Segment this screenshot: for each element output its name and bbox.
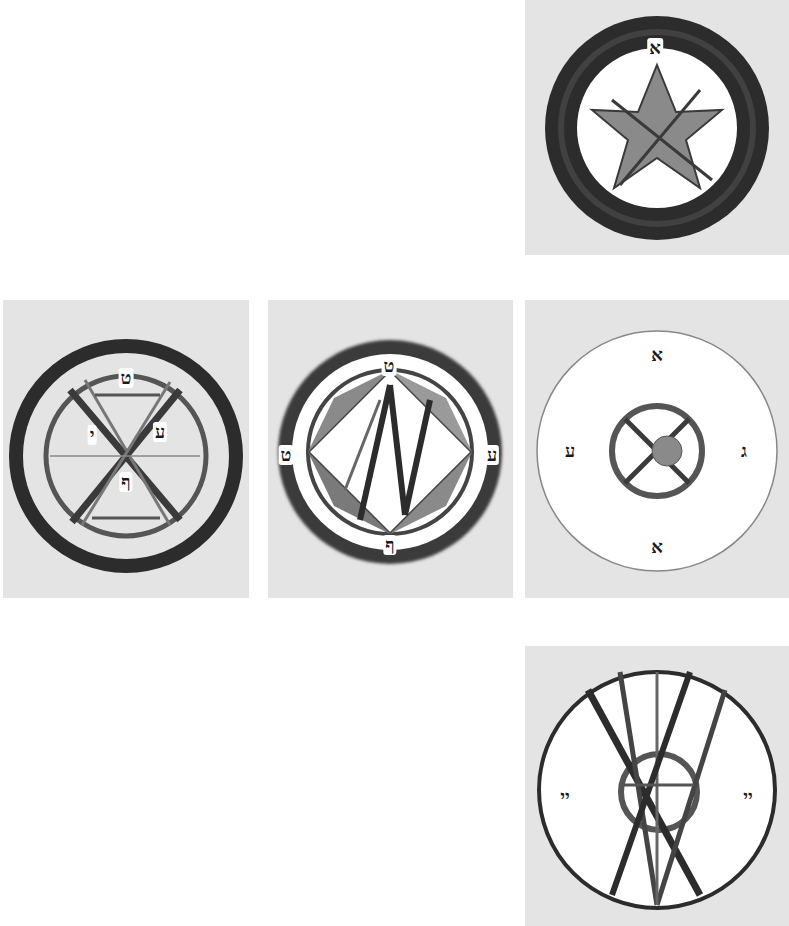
hebrew-letter: א — [649, 345, 665, 365]
hebrew-letter: ג — [739, 441, 749, 461]
hebrew-letter: ט — [279, 445, 294, 465]
hebrew-letter: ף — [383, 535, 396, 555]
hebrew-letter: ט — [382, 356, 397, 376]
hebrew-letter: ף — [119, 472, 132, 492]
hebrew-letter: ע — [563, 441, 577, 461]
hebrew-letter: ע — [153, 422, 167, 442]
hebrew-letter: ע — [485, 445, 499, 465]
hebrew-letter: ט — [119, 368, 134, 388]
hebrew-letter: י — [88, 425, 97, 445]
hebrew-letter: יי — [558, 787, 571, 807]
hebrew-letter: א — [647, 38, 663, 58]
hebrew-letter: יי — [741, 787, 754, 807]
hebrew-letter: א — [649, 537, 665, 557]
